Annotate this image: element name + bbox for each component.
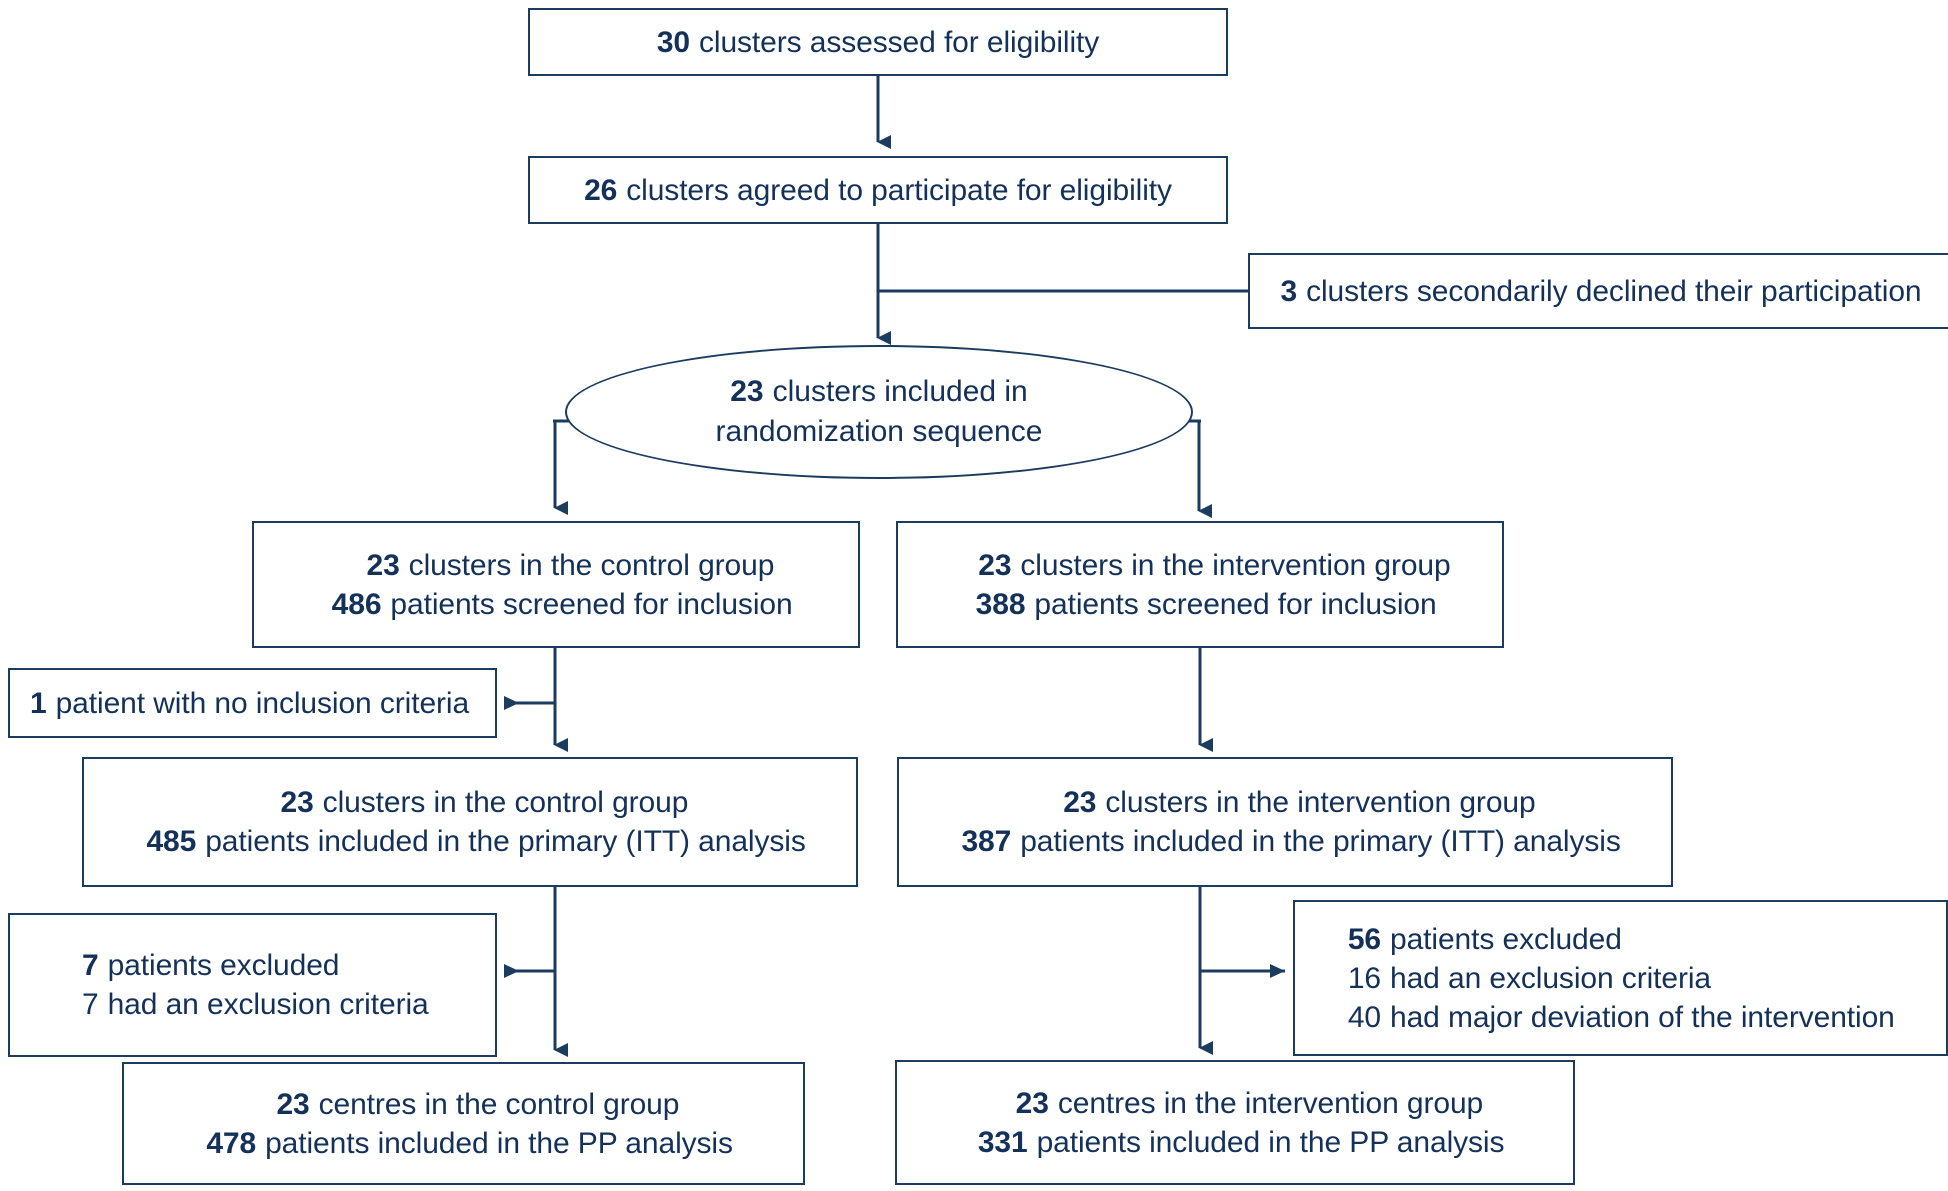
node-randomization-text-1: clusters included in xyxy=(772,374,1028,408)
node-control-screened-clusters: 23 xyxy=(366,548,400,582)
node-control-itt-clusters: 23 xyxy=(280,786,314,819)
node-control-itt-patients: 485 xyxy=(146,825,197,858)
node-intervention-pp-centres: 23 xyxy=(1015,1086,1049,1120)
node-no-inclusion-criteria-text: patient with no inclusion criteria xyxy=(55,686,470,720)
node-clusters-assessed-text: clusters assessed for eligibility xyxy=(698,25,1100,59)
node-control-pp-centres: 23 xyxy=(276,1087,310,1121)
node-intervention-screened-clusters: 23 xyxy=(978,548,1012,582)
node-control-pp-patients: 478 xyxy=(206,1126,257,1160)
node-control-excluded-count: 7 xyxy=(82,949,99,982)
node-intervention-excluded: 56 patients excluded 16 had an exclusion c… xyxy=(1293,900,1948,1056)
node-control-screened-text-2: patients screened for inclusion xyxy=(390,587,793,621)
node-intervention-excluded-line-3: 40 had major deviation of the interventio… xyxy=(1337,998,1895,1037)
node-intervention-excluded-deviation-count: 40 xyxy=(1347,1000,1381,1034)
node-intervention-pp-patients: 331 xyxy=(977,1125,1028,1159)
node-intervention-excluded-count: 56 xyxy=(1347,922,1381,956)
node-intervention-excluded-line-2: 16 had an exclusion criteria xyxy=(1337,959,1895,998)
node-control-excluded-text-1: patients excluded xyxy=(107,949,340,982)
node-intervention-itt-patients: 387 xyxy=(961,825,1012,858)
node-no-inclusion-criteria-count: 1 xyxy=(30,686,47,720)
node-intervention-pp-text-1: centres in the intervention group xyxy=(1057,1086,1484,1120)
node-clusters-assessed-count: 30 xyxy=(656,25,690,59)
node-control-screened-text-1: clusters in the control group xyxy=(408,548,775,582)
node-intervention-itt-text-1: clusters in the intervention group xyxy=(1105,786,1536,819)
node-intervention-itt-clusters: 23 xyxy=(1063,786,1097,819)
node-intervention-excluded-text-2: had an exclusion criteria xyxy=(1390,961,1712,995)
node-control-pp-text-1: centres in the control group xyxy=(318,1087,680,1121)
node-clusters-declined-count: 3 xyxy=(1280,274,1298,308)
node-clusters-declined-text: clusters secondarily declined their part… xyxy=(1306,274,1922,308)
node-control-excluded-text-2: had an exclusion criteria xyxy=(107,988,429,1021)
node-clusters-agreed-text: clusters agreed to participate for eligi… xyxy=(626,173,1172,207)
node-control-itt-text-2: patients included in the primary (ITT) a… xyxy=(205,825,806,858)
node-intervention-pp-text-2: patients included in the PP analysis xyxy=(1036,1125,1505,1159)
node-intervention-itt-text-2: patients included in the primary (ITT) a… xyxy=(1020,825,1621,858)
node-randomization-line-2: randomization sequence xyxy=(715,415,1043,448)
node-control-screened-patients: 486 xyxy=(331,587,382,621)
node-intervention-screened-text-1: clusters in the intervention group xyxy=(1020,548,1451,582)
node-clusters-agreed-count: 26 xyxy=(584,173,618,207)
node-control-itt-text-1: clusters in the control group xyxy=(322,786,689,819)
node-control-pp-text-2: patients included in the PP analysis xyxy=(265,1126,733,1160)
node-intervention-excluded-text-1: patients excluded xyxy=(1390,922,1622,956)
node-intervention-excluded-text-3: had major deviation of the intervention xyxy=(1390,1000,1895,1034)
node-control-excluded-criteria-count: 7 xyxy=(82,988,99,1021)
node-randomization-count: 23 xyxy=(730,374,764,408)
node-intervention-excluded-line-1: 56 patients excluded xyxy=(1337,920,1895,959)
node-intervention-screened-text-2: patients screened for inclusion xyxy=(1034,587,1437,621)
node-intervention-excluded-criteria-count: 16 xyxy=(1347,961,1381,995)
node-intervention-screened-patients: 388 xyxy=(975,587,1026,621)
